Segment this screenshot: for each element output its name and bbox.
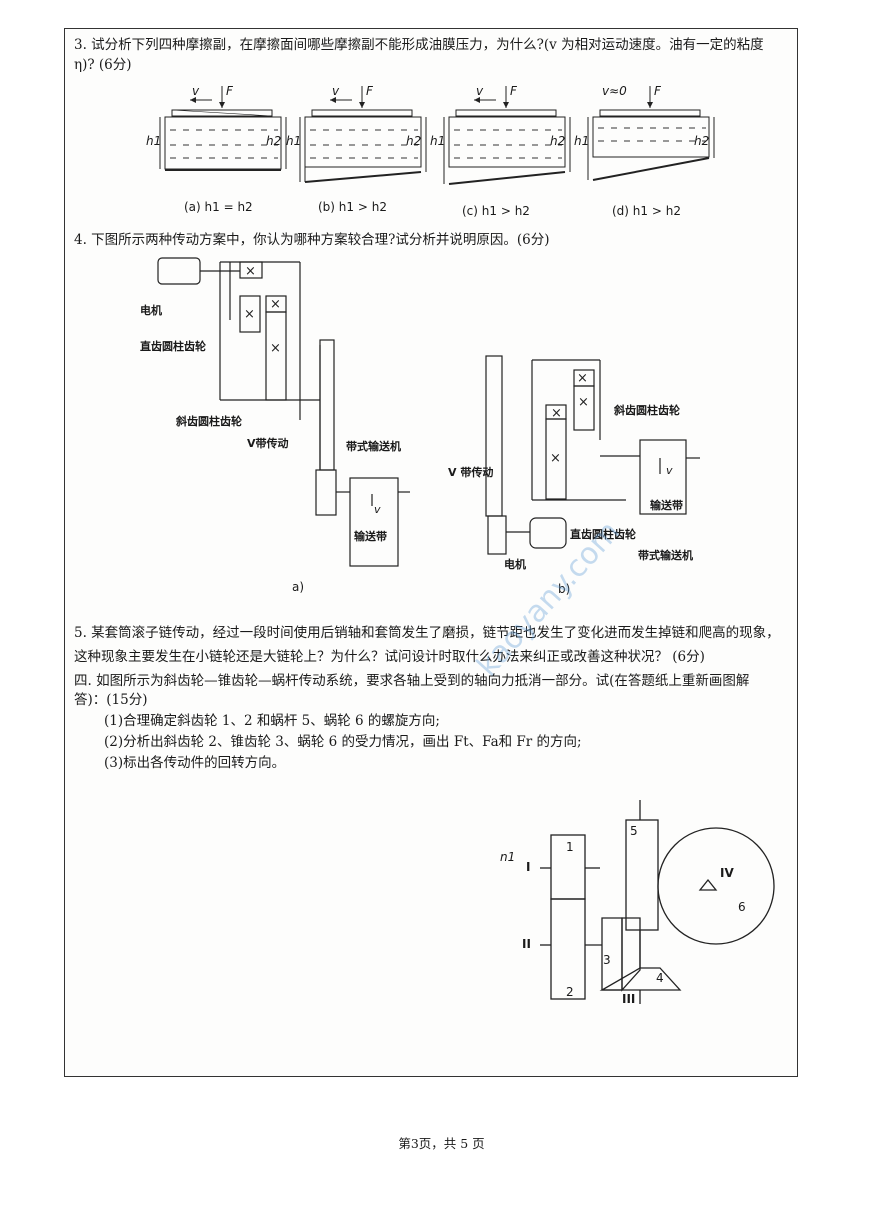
qiv-item-2: (2)分析出斜齿轮 2、锥齿轮 3、蜗轮 6 的受力情况，画出 Ft、Fa和 F… [104,734,582,750]
qiv-shaft-4-label: IV [720,866,734,880]
qiv-gear-1-label: 1 [566,840,574,854]
q3a-h1-label: h1 [146,134,162,148]
q4a-belt-label: 输送带 [354,530,387,543]
friction-diagram-d [587,86,715,181]
q3b-v-label: v [332,84,340,98]
qiv-gear-3-label: 3 [603,953,611,967]
transmission-scheme-b: × × × × [485,355,700,555]
svg-text:×: × [245,264,256,279]
q3d-f-label: F [654,84,661,98]
q3-text-line2: η)? (6分) [74,57,132,73]
qiv-text-line2: 答)：(15分) [74,692,148,708]
q3c-f-label: F [510,84,517,98]
q3d-h2-label: h2 [694,134,710,148]
qiv-shaft-2-label: II [522,937,531,951]
q3b-h1-label: h1 [286,134,302,148]
qiv-item-3: (3)标出各传动件的回转方向。 [104,755,286,771]
q4b-conveyor-label: 带式输送机 [638,549,693,562]
q4b-motor-label: 电机 [504,558,526,571]
svg-text:×: × [270,297,281,312]
q4b-spur-label: 直齿圆柱齿轮 [570,528,636,541]
qiv-gear-5-label: 5 [630,824,638,838]
q4b-belt-label: 输送带 [650,499,683,512]
q4a-vbelt-label: V带传动 [247,437,289,450]
q3-text-line1: 3. 试分析下列四种摩擦副，在摩擦面间哪些摩擦副不能形成油膜压力，为什么?(v … [74,37,764,53]
q4b-helical-label: 斜齿圆柱齿轮 [614,404,680,417]
qiv-gear-2-label: 2 [566,985,574,999]
friction-diagram-c [443,86,571,185]
q3c-h1-label: h1 [430,134,446,148]
exam-page [64,28,798,1077]
q4a-conveyor-label: 带式输送机 [346,440,401,453]
q3c-v-label: v [476,84,484,98]
svg-text:×: × [550,451,561,466]
q4a-v-label: v [374,503,381,516]
friction-diagram-a [159,86,287,171]
q3b-caption: (b) h1 > h2 [318,200,387,214]
qiv-n1-label: n1 [500,850,516,864]
qiv-shaft-1-label: I [526,860,531,874]
q3d-caption: (d) h1 > h2 [612,204,681,218]
q4b-v-label: v [666,464,673,477]
q4a-figure-label: a) [292,580,305,594]
qiv-text-line1: 四. 如图所示为斜齿轮—锥齿轮—蜗杆传动系统，要求各轴上受到的轴向力抵消一部分。… [74,673,750,689]
q3a-v-label: v [192,84,200,98]
page-footer: 第3页，共 5 页 [398,1136,485,1151]
helical-bevel-worm-system-diagram [540,800,775,1004]
q3d-h1-label: h1 [574,134,590,148]
q3a-h2-label: h2 [266,134,282,148]
qiv-gear-4-label: 4 [656,971,664,985]
q4b-figure-label: b) [558,582,571,596]
q4a-motor-label: 电机 [140,304,162,317]
qiv-item-1: (1)合理确定斜齿轮 1、2 和蜗杆 5、蜗轮 6 的螺旋方向; [104,713,440,729]
q3c-h2-label: h2 [550,134,566,148]
q4a-helical-label: 斜齿圆柱齿轮 [176,415,242,428]
svg-text:×: × [244,307,255,322]
svg-text:×: × [551,406,562,421]
q4a-spur-label: 直齿圆柱齿轮 [140,340,206,353]
svg-text:×: × [577,371,588,386]
transmission-scheme-a: × × × × [157,257,410,567]
q3b-f-label: F [366,84,373,98]
q3a-caption: (a) h1 = h2 [184,200,253,214]
q5-text-line1: 5. 某套筒滚子链传动，经过一段时间使用后销轴和套筒发生了磨损，链节距也发生了变… [74,625,780,641]
q4b-vbelt-label: V 带传动 [448,466,494,479]
qiv-gear-6-label: 6 [738,900,746,914]
q3a-f-label: F [226,84,233,98]
qiv-shaft-3-label: III [622,992,636,1006]
q3c-caption: (c) h1 > h2 [462,204,530,218]
svg-text:×: × [578,395,589,410]
q5-text-line2: 这种现象主要发生在小链轮还是大链轮上？为什么？试问设计时取什么办法来纠正或改善这… [74,649,705,665]
q4-text: 4. 下图所示两种传动方案中，你认为哪种方案较合理?试分析并说明原因。(6分) [74,232,550,248]
friction-pair-diagrams [159,86,715,185]
q3d-v-label: v≈0 [602,84,627,98]
svg-text:×: × [270,341,281,356]
q3b-h2-label: h2 [406,134,422,148]
friction-diagram-b [299,86,427,183]
